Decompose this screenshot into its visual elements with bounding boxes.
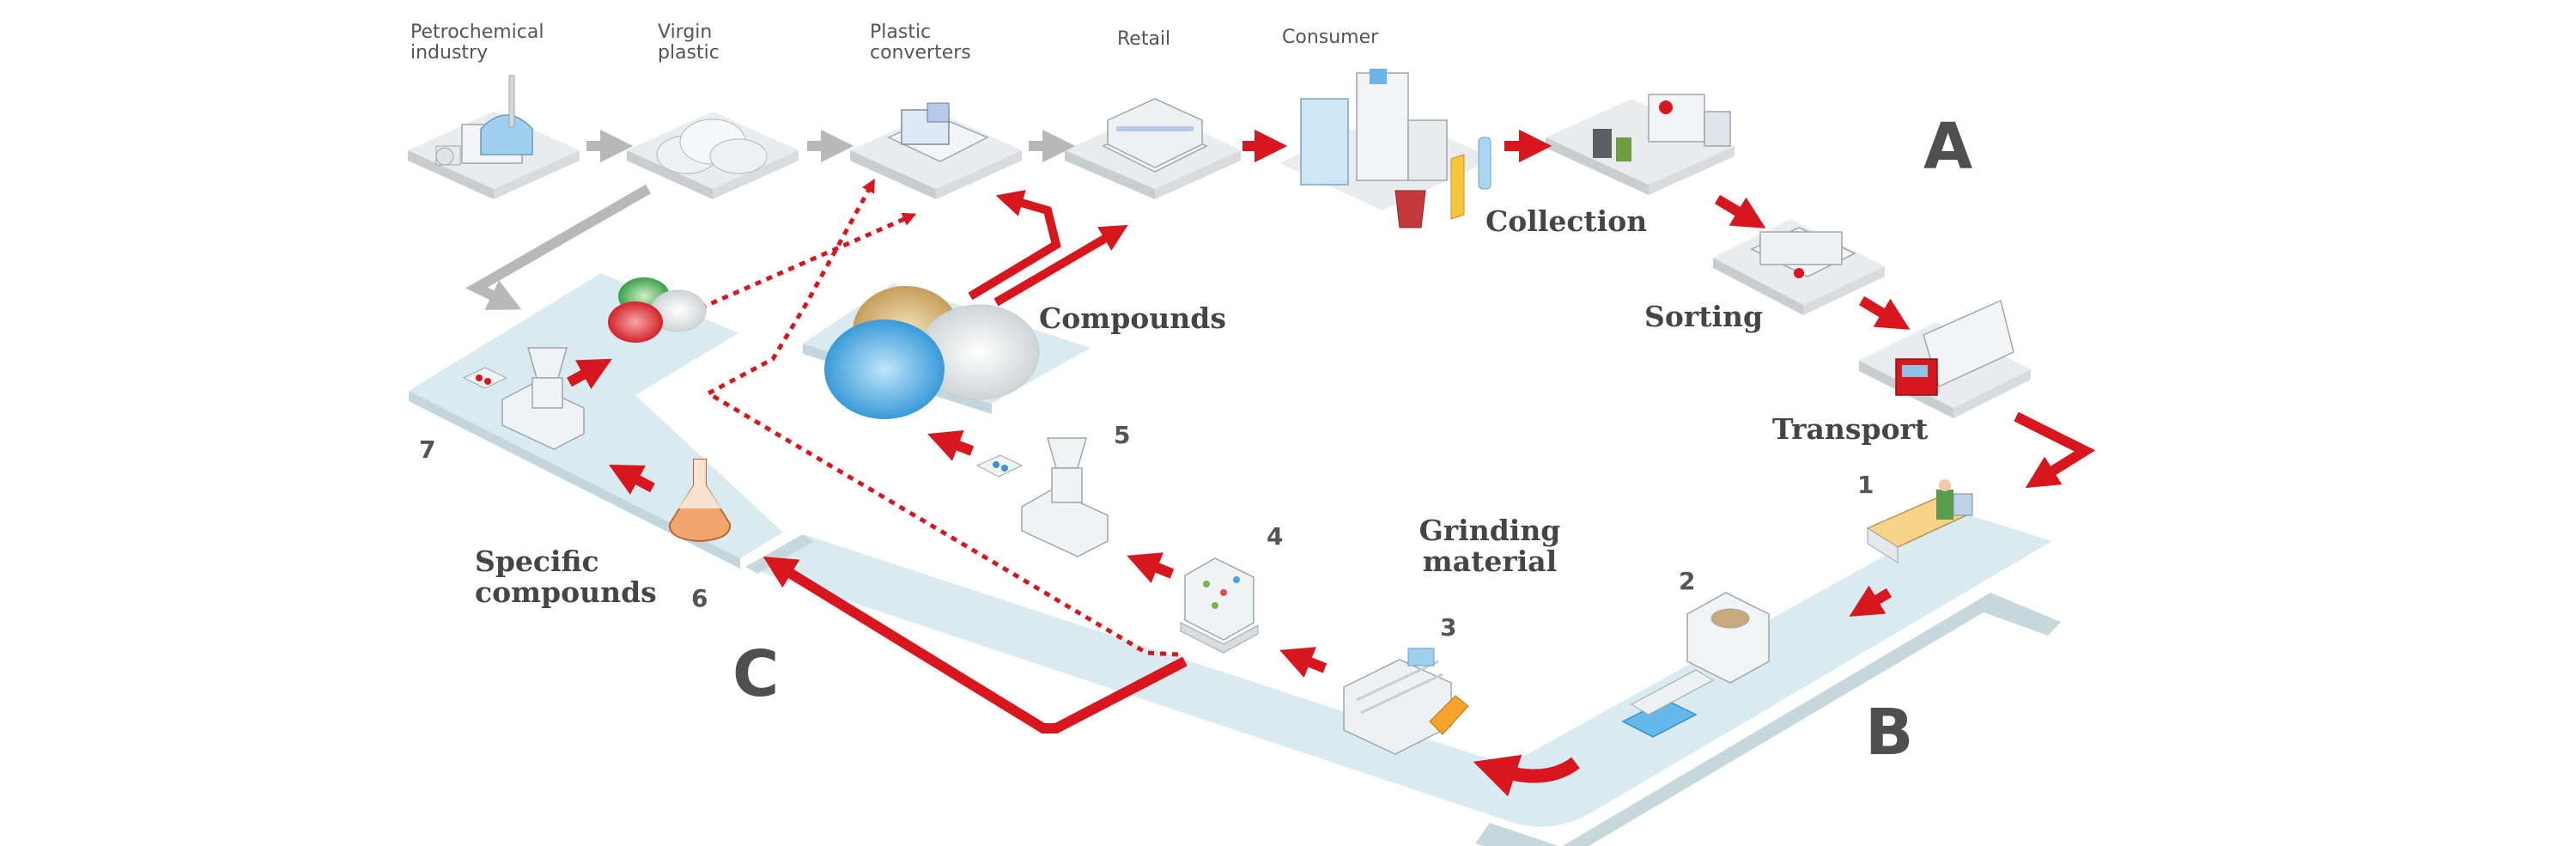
gray-arrows: [465, 129, 1076, 310]
label-collection: Collection: [1485, 204, 1648, 238]
step-number-6: 6: [691, 584, 708, 612]
city-consumer-icon: [1300, 69, 1492, 228]
extruder-icon: [975, 437, 1109, 557]
belt-c: [409, 273, 783, 569]
label-grinding-material: Grinding material: [1419, 514, 1561, 578]
step-number-2: 2: [1679, 567, 1696, 595]
step-number-3: 3: [1440, 613, 1457, 642]
label-sorting: Sorting: [1644, 300, 1764, 333]
transport-truck-icon: [1895, 299, 2014, 396]
label-petrochemical-industry: Petrochemical industry: [410, 21, 544, 64]
dashed-red-arrows: [677, 178, 1179, 657]
red-arrows: [567, 129, 2096, 797]
sorting-plant-icon: [1750, 227, 1856, 278]
label-plastic-converters: Plastic converters: [870, 21, 971, 64]
label-compounds: Compounds: [1039, 301, 1226, 335]
collection-truck-icon: [1593, 94, 1731, 161]
label-specific-compounds: Specific compounds: [475, 545, 657, 609]
step-number-4: 4: [1267, 522, 1284, 551]
bigbag-icon: [1180, 557, 1259, 654]
label-transport: Transport: [1772, 412, 1929, 446]
grinder-icon: [1343, 648, 1469, 755]
converter-plant-icon: [887, 102, 989, 162]
step-number-7: 7: [419, 435, 436, 464]
belt-b: [745, 513, 2061, 846]
step-number-1: 1: [1857, 471, 1874, 499]
flask-icon: [668, 459, 732, 543]
step-number-5: 5: [1114, 421, 1131, 449]
manual-sorting-icon: [1866, 479, 1973, 563]
label-consumer: Consumer: [1282, 27, 1379, 48]
factory-icon: [435, 75, 533, 166]
loop-label-b: B: [1865, 696, 1914, 770]
washing-machine-icon: [1621, 592, 1770, 738]
label-virgin-plastic: Virgin plastic: [658, 21, 720, 64]
loop-label-a: A: [1923, 110, 1973, 184]
compounding-machine-icon: [462, 347, 585, 450]
specific-pellet-piles: [608, 277, 707, 343]
compounds-pellet-piles: [824, 286, 1040, 419]
label-retail: Retail: [1117, 28, 1171, 50]
pellet-pile-icon: [656, 119, 768, 174]
loop-label-c: C: [732, 637, 780, 711]
retail-building-icon: [1102, 98, 1208, 173]
